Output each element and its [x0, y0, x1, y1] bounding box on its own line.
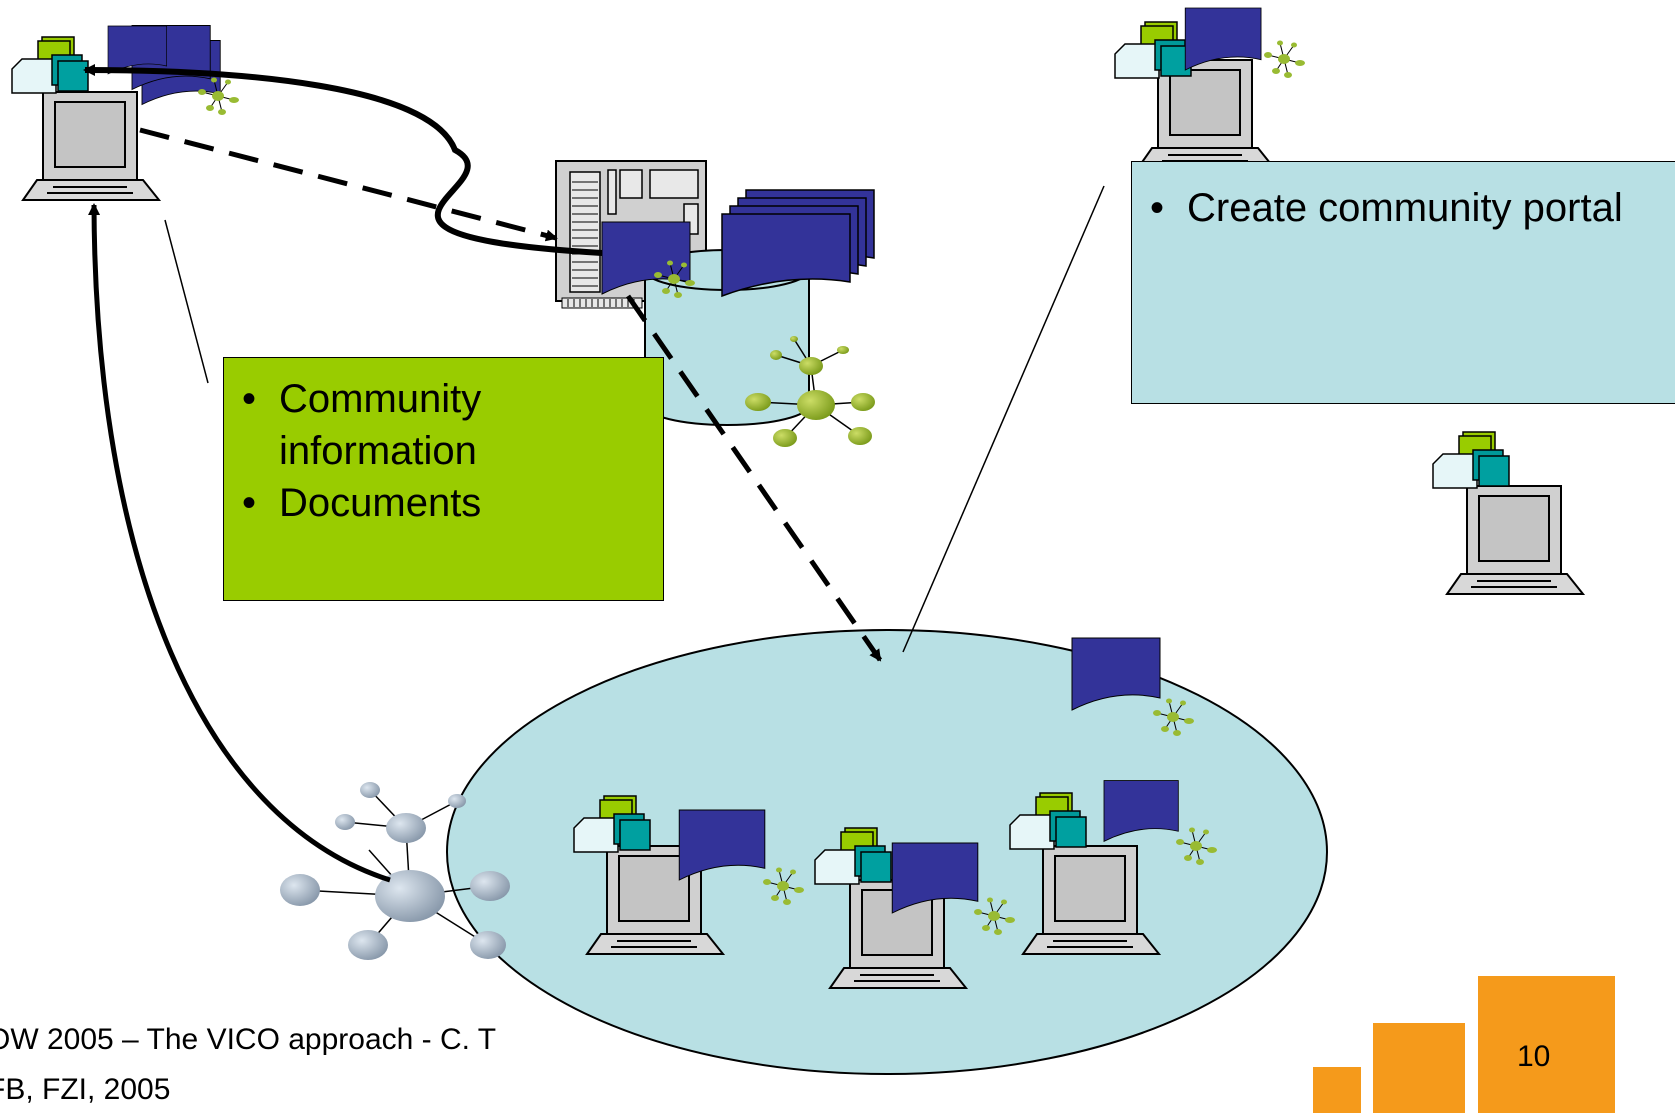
blue-callout-pointer [902, 185, 1105, 653]
client-right-middle [1432, 431, 1584, 595]
dashed-arrow-server-to-community [625, 294, 883, 662]
laptop-icon [1446, 485, 1584, 595]
callout-bullet: Documents [224, 477, 663, 529]
document-stack-icon [721, 189, 875, 298]
client-top-right [1114, 7, 1306, 169]
dashed-arrow-client-to-server [139, 127, 558, 242]
page-number: 10 [1517, 1040, 1551, 1073]
footer-text: FB, FZI, 2005 [0, 1073, 171, 1106]
folder-stack-icon [1114, 21, 1192, 79]
green-callout-pointer [164, 219, 209, 384]
solid-arrow-network-to-client [88, 203, 391, 883]
orange-blocks-logo [1313, 976, 1615, 1113]
network-node-icon [745, 336, 875, 447]
solid-arrow-server-to-client [83, 64, 603, 256]
client-top-left [11, 25, 240, 201]
laptop-icon [22, 91, 160, 201]
folder-stack-icon [1432, 431, 1510, 489]
folder-stack-icon [11, 36, 89, 94]
network-node-icon [280, 782, 510, 960]
callout-bullet: Community information [224, 373, 663, 477]
network-node-icon [1263, 40, 1306, 79]
portal-callout: Create community portal [1131, 161, 1675, 404]
callout-bullet: Create community portal [1132, 182, 1675, 234]
community-info-callout: Community information Documents [223, 357, 664, 601]
footer-text: OW 2005 – The VICO approach - C. T [0, 1023, 497, 1056]
